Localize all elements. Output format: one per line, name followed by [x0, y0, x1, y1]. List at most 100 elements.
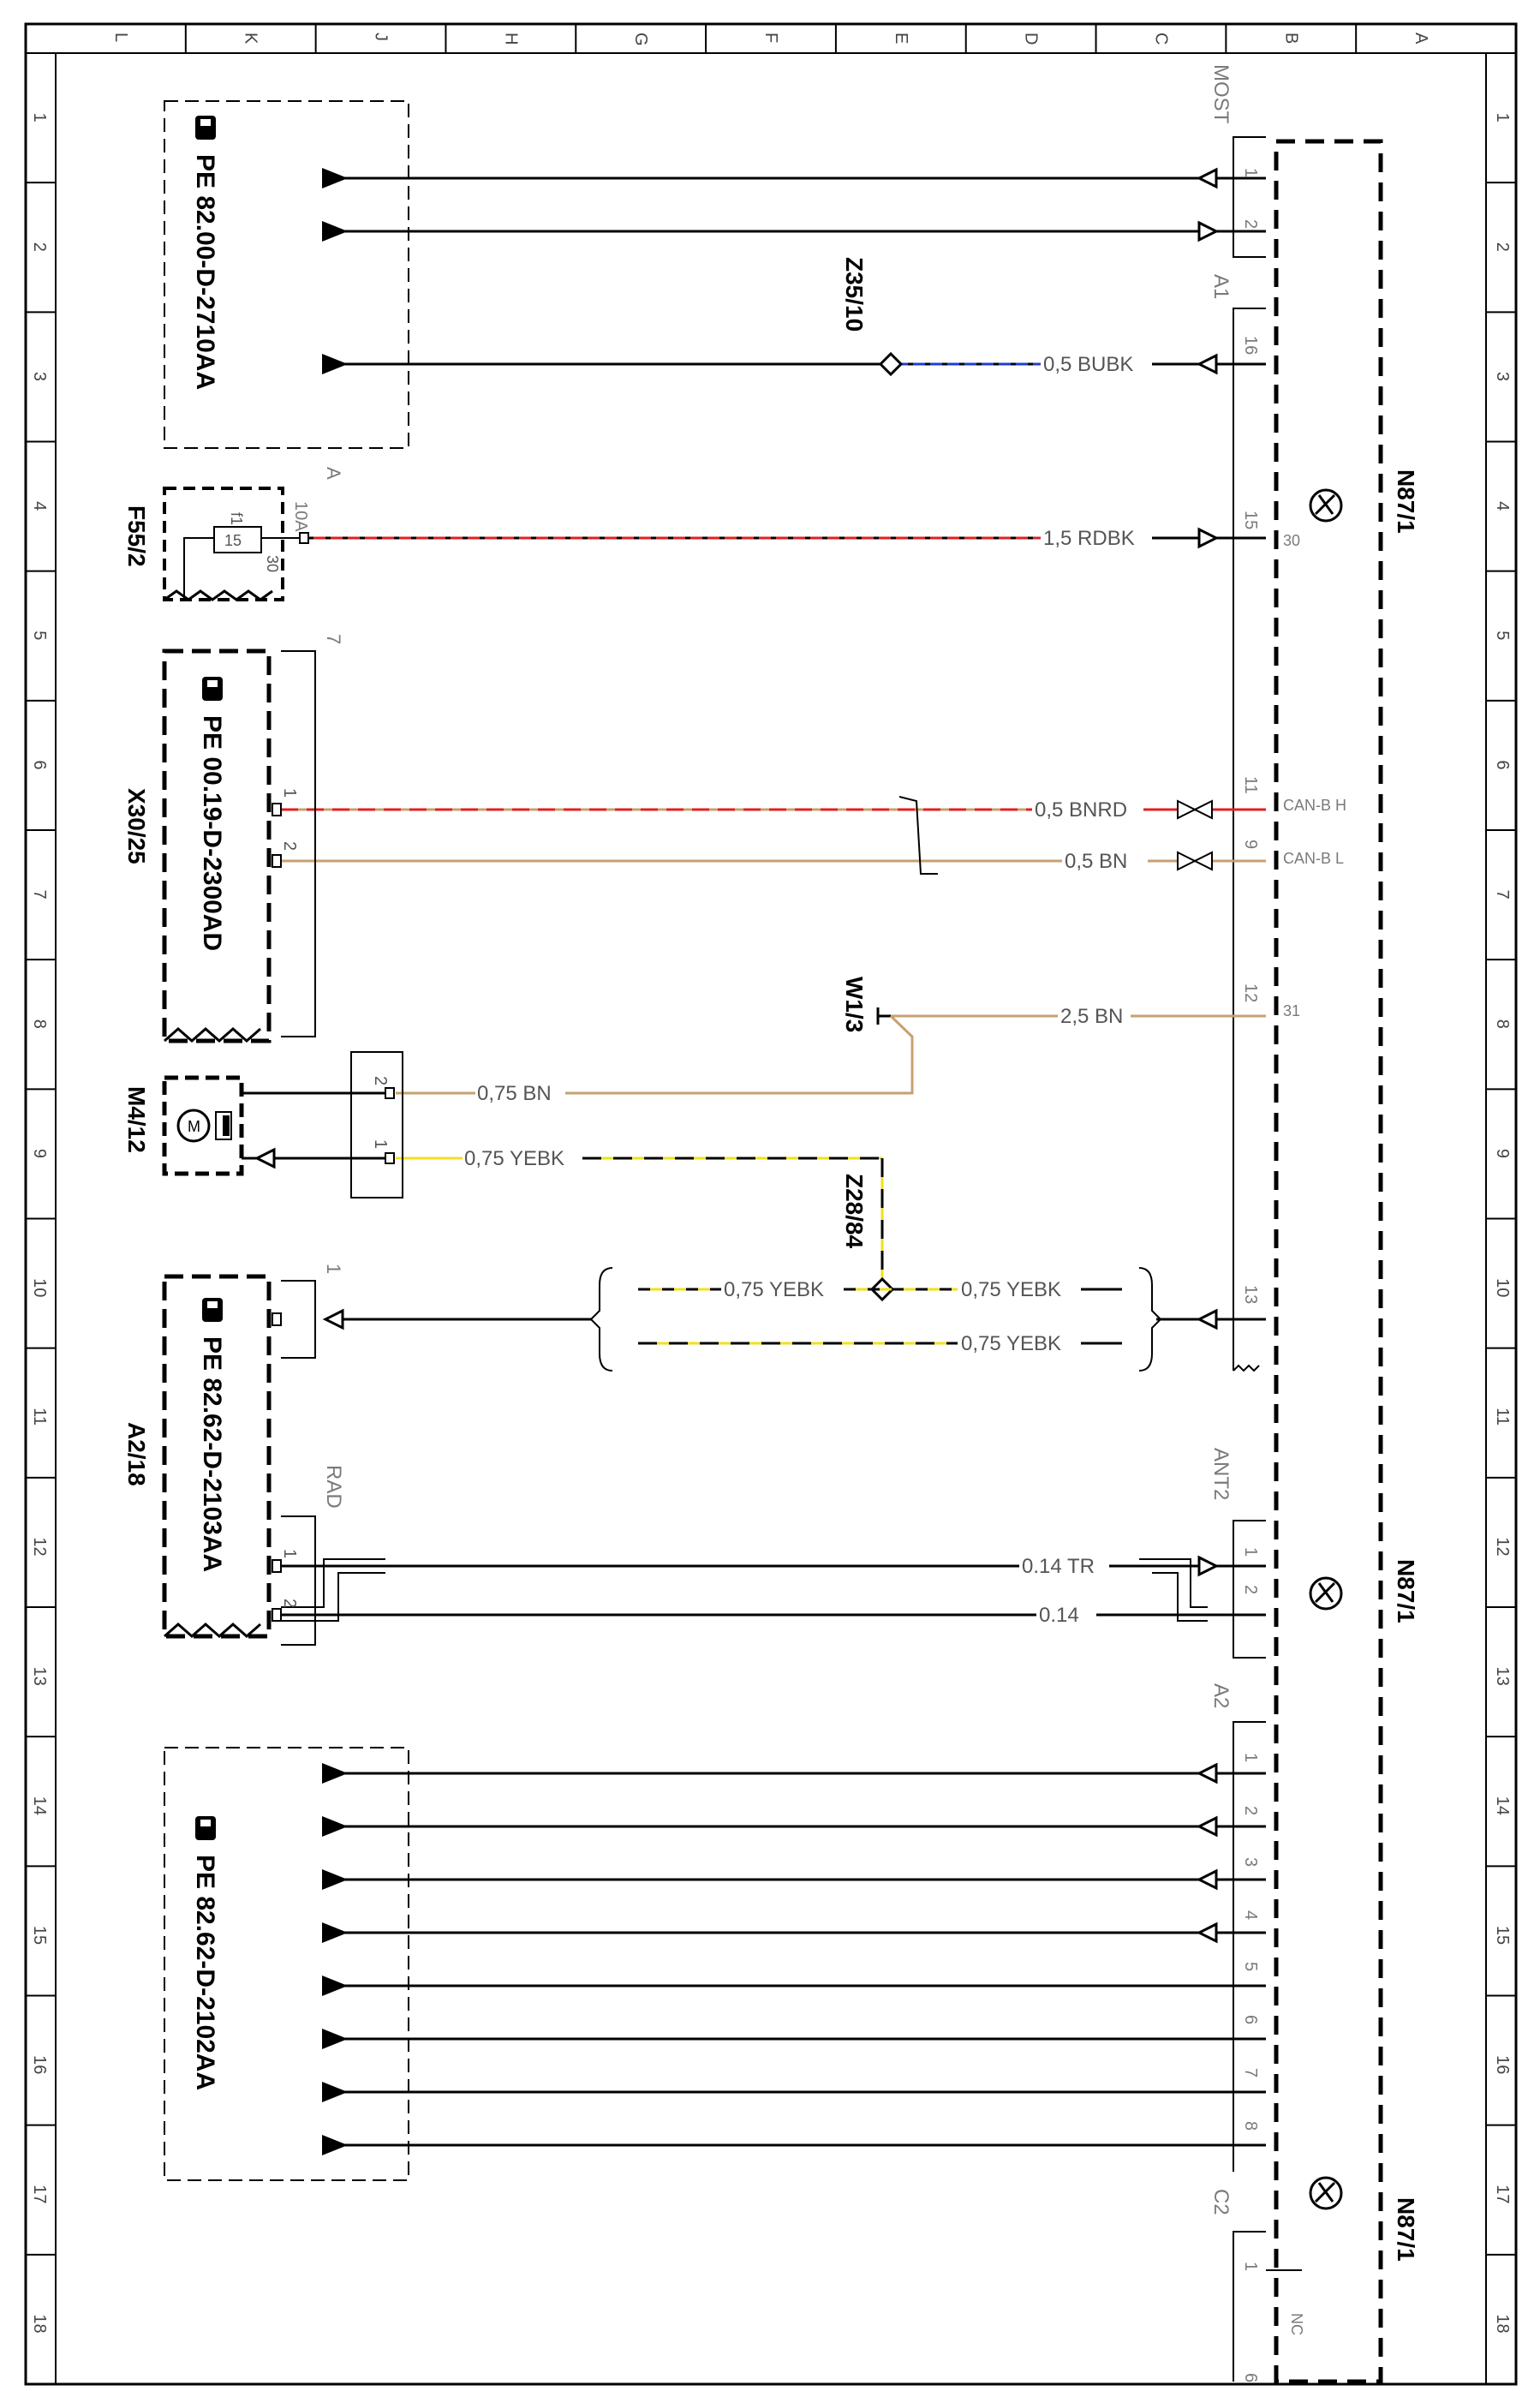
row-label-7-left: 7 [30, 890, 49, 900]
rad-pin-1 [272, 1559, 282, 1573]
fuse-f55-torn-edge [164, 589, 273, 601]
plug-symbol-a2-1 [1196, 1762, 1218, 1784]
row-label-13-left: 13 [30, 1667, 49, 1686]
reference-pe4: PE 82.62-D-2102AA [191, 1855, 219, 2090]
plug-symbol-a2-2 [1196, 1815, 1218, 1838]
wire-label-bn075: 0,75 BN [477, 1082, 552, 1105]
row-label-15-left: 15 [30, 1926, 49, 1945]
column-label-a: A [1412, 33, 1430, 45]
motor-connector-pin-1 [385, 1152, 395, 1164]
sheet-frame [24, 22, 1518, 2386]
plug-symbol-a218 [322, 1308, 344, 1330]
row-label-5-right: 5 [1493, 631, 1512, 640]
fuse-f55-pin [299, 532, 309, 544]
fuse-15-label: 15 [224, 532, 242, 549]
motor-pin-1-label: 1 [371, 1139, 390, 1149]
connector-a2-label: A2 [1209, 1683, 1233, 1708]
module-label-mid: N87/1 [1393, 1559, 1419, 1623]
fuse-f55-wire [183, 537, 300, 600]
splice-z2884-label: Z28/84 [841, 1174, 868, 1249]
wire-label-rdbk: 1,5 RDBK [1043, 527, 1135, 550]
twisted-pair-icon [898, 796, 938, 875]
connector-a2-outline [1233, 1721, 1266, 2172]
row-label-16-right: 16 [1493, 2055, 1512, 2074]
row-label-5-left: 5 [30, 631, 49, 640]
pin-most-1: 1 [1241, 168, 1260, 177]
rad-pin-2 [272, 1608, 282, 1622]
pin-a2-6: 6 [1241, 2015, 1260, 2024]
ground-w13-label: W1/3 [841, 977, 868, 1032]
fuse-f55-label: F55/2 [123, 505, 150, 567]
row-label-18-left: 18 [30, 2314, 49, 2333]
row-label-4-left: 4 [30, 501, 49, 511]
reference-pe1: PE 82.00-D-2710AA [191, 154, 219, 390]
pin-text-nc: NC [1288, 2313, 1305, 2335]
row-label-17-right: 17 [1493, 2185, 1512, 2203]
pin-a2-2: 2 [1241, 1806, 1260, 1815]
coax-shield-left [281, 1558, 385, 1622]
rad-pin-1-label: 1 [280, 1549, 299, 1558]
pin-a2-5: 5 [1241, 1962, 1260, 1971]
wire-label-tr: 0.14 TR [1022, 1555, 1095, 1578]
column-label-j: J [372, 33, 391, 41]
motor-pin-2-label: 2 [371, 1076, 390, 1085]
row-label-11-right: 11 [1493, 1408, 1512, 1426]
column-label-c: C [1151, 33, 1170, 45]
connector-x30-pin-1 [272, 803, 282, 816]
row-label-1-right: 1 [1493, 113, 1512, 123]
ground-point-w13-icon [876, 1007, 891, 1025]
motor-m-label: M [188, 1118, 200, 1135]
fuse-f1-label: f1 [228, 512, 245, 525]
row-label-2-left: 2 [30, 242, 49, 252]
row-label-3-right: 3 [1493, 372, 1512, 381]
connector-x30-label: X30/25 [123, 788, 150, 864]
column-label-e: E [892, 33, 910, 44]
pin-a1-16: 16 [1241, 336, 1260, 355]
row-label-4-right: 4 [1493, 501, 1512, 511]
module-a218-pin [272, 1312, 282, 1326]
reference-pe3: PE 82.62-D-2103AA [198, 1336, 226, 1572]
plug-symbol-a2-3 [1196, 1868, 1218, 1891]
fuse-f55-outline [163, 487, 284, 601]
connector-most-label: MOST [1209, 64, 1233, 124]
wire-label-bn25: 2,5 BN [1060, 1005, 1123, 1028]
bundle-brace-left [589, 1267, 613, 1372]
row-label-8-left: 8 [30, 1019, 49, 1029]
column-label-l: L [111, 33, 130, 42]
plug-symbol-m412 [254, 1147, 276, 1169]
plug-symbol-most-1 [1196, 167, 1218, 189]
pin-most-2: 2 [1241, 219, 1260, 229]
module-a218-torn-edge [164, 1623, 261, 1638]
motor-m412-label: M4/12 [123, 1086, 150, 1153]
module-label-bottom: N87/1 [1393, 2197, 1419, 2262]
row-label-10-right: 10 [1493, 1278, 1512, 1297]
connector-x30-pin-2-label: 2 [280, 841, 299, 851]
connector-most-outline [1233, 136, 1266, 258]
connector-a1-label: A1 [1209, 274, 1233, 299]
row-label-6-right: 6 [1493, 760, 1512, 769]
row-label-9-right: 9 [1493, 1149, 1512, 1158]
plug-symbol-a1-15 [1197, 527, 1220, 549]
column-label-h: H [501, 33, 520, 45]
connector-x30-pin-2 [272, 854, 282, 868]
row-label-10-left: 10 [30, 1278, 49, 1297]
fuse-rating-label: 10A [291, 501, 310, 532]
row-label-15-right: 15 [1493, 1926, 1512, 1945]
column-label-k: K [242, 33, 260, 45]
row-label-2-right: 2 [1493, 242, 1512, 252]
plug-symbol-can-l [1177, 851, 1213, 871]
plug-symbol-most-2 [1197, 220, 1220, 242]
row-label-3-left: 3 [30, 372, 49, 381]
row-label-7-right: 7 [1493, 890, 1512, 900]
row-label-14-left: 14 [30, 1796, 49, 1815]
reference-box-pe1 [164, 100, 409, 449]
plug-symbol-ant-1 [1197, 1555, 1220, 1577]
wire-bn075-run [565, 1014, 914, 1095]
motor-connector-box [350, 1051, 403, 1198]
row-label-8-right: 8 [1493, 1019, 1512, 1029]
motor-icon [176, 1109, 211, 1143]
wire-label-bnrd: 0,5 BNRD [1035, 798, 1127, 822]
pin-text-can-h: CAN-B H [1283, 797, 1346, 814]
wire-label-yebk-r: 0,75 YEBK [961, 1278, 1061, 1301]
